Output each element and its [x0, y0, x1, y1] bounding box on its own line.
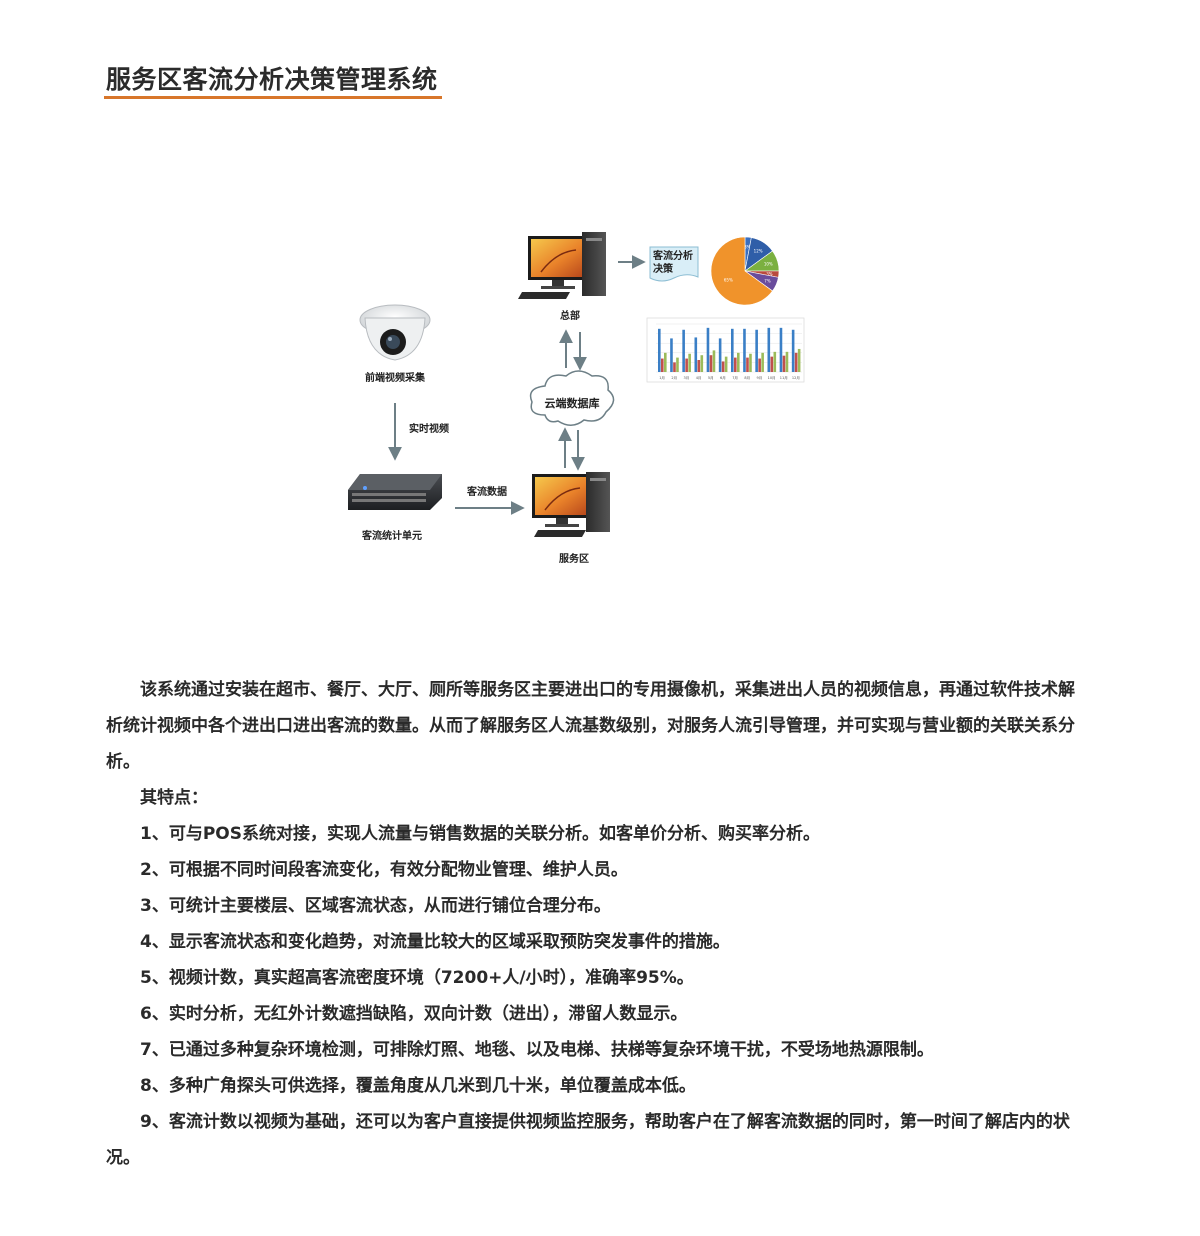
bar — [785, 351, 789, 372]
feature-item: 7、已通过多种复杂环境检测，可排除灯照、地毯、以及电梯、扶梯等复杂环境干扰，不受… — [140, 1040, 934, 1060]
bar — [658, 328, 661, 372]
bar — [661, 358, 664, 372]
bar — [782, 355, 786, 372]
pie-slice-label: 7% — [764, 279, 771, 284]
bar — [737, 352, 740, 372]
dome-camera-icon — [359, 304, 431, 361]
bar — [779, 327, 783, 372]
bar-category-label: 4月 — [696, 375, 702, 380]
bar — [731, 328, 734, 372]
pie-slice-label: 3% — [766, 271, 773, 276]
pie-chart: 3%12%10%3%7%65% — [710, 236, 780, 306]
pie-slice — [710, 236, 773, 306]
feature-list: 1、可与POS系统对接，实现人流量与销售数据的关联分析。如客单价分析、购买率分析… — [106, 816, 1086, 1176]
bar — [755, 329, 758, 372]
hq-computer-icon — [518, 232, 606, 299]
bar-category-label: 2月 — [671, 375, 677, 380]
pie-slice-label: 10% — [764, 261, 773, 266]
bar — [721, 361, 725, 372]
pie-slice-label: 65% — [724, 277, 733, 282]
server-icon — [348, 474, 442, 510]
bar-category-label: 1月 — [659, 375, 665, 380]
bar — [770, 356, 774, 372]
bar — [682, 329, 685, 372]
description-text: 该系统通过安装在超市、餐厅、大厅、厕所等服务区主要进出口的专用摄像机，采集进出人… — [106, 672, 1086, 1176]
bar-category-label: 6月 — [720, 375, 726, 380]
bar — [773, 351, 777, 372]
bar-category-label: 12月 — [792, 375, 800, 380]
bar — [673, 362, 676, 372]
bar — [664, 352, 667, 372]
stats-unit-label: 客流统计单元 — [361, 529, 422, 542]
bar — [743, 328, 746, 372]
bar-category-label: 10月 — [768, 375, 776, 380]
bar — [758, 358, 761, 372]
feature-item: 1、可与POS系统对接，实现人流量与销售数据的关联分析。如客单价分析、购买率分析… — [140, 824, 820, 844]
intro-paragraph: 该系统通过安装在超市、餐厅、大厅、厕所等服务区主要进出口的专用摄像机，采集进出人… — [106, 680, 1075, 772]
bar — [718, 338, 722, 372]
hq-label: 总部 — [560, 309, 580, 322]
bar-category-label: 7月 — [732, 375, 738, 380]
features-heading: 其特点： — [140, 788, 208, 808]
feature-item: 4、显示客流状态和变化趋势，对流量比较大的区域采取预防突发事件的措施。 — [140, 932, 730, 952]
bar — [761, 352, 764, 372]
bar — [700, 355, 704, 372]
camera-label: 前端视频采集 — [365, 371, 426, 384]
bar — [676, 357, 679, 372]
flow-data-label: 客流数据 — [466, 485, 507, 498]
bar-category-label: 9月 — [757, 375, 763, 380]
bar — [767, 327, 771, 372]
service-area-label: 服务区 — [559, 552, 589, 565]
decision-label-line1: 客流分析 — [652, 249, 693, 262]
cloud-label: 云端数据库 — [545, 396, 600, 410]
system-diagram: 前端视频采集 实时视频 客流统计单元 客流数据 服务区 云端数据库 — [348, 232, 805, 565]
service-area-computer-icon — [532, 472, 610, 537]
feature-item: 5、视频计数，真实超高客流密度环境（7200+人/小时），准确率95%。 — [140, 968, 694, 988]
bar — [797, 348, 801, 372]
bar — [688, 353, 691, 372]
bar — [670, 338, 673, 372]
bar — [709, 355, 713, 372]
bar — [734, 357, 737, 372]
page-title: 服务区客流分析决策管理系统 — [106, 65, 438, 94]
bar — [724, 356, 728, 372]
bar — [746, 357, 749, 372]
feature-item: 3、可统计主要楼层、区域客流状态，从而进行铺位合理分布。 — [140, 896, 611, 916]
bar — [706, 327, 710, 372]
bar — [694, 337, 698, 372]
bar-category-label: 5月 — [708, 375, 714, 380]
title-underline — [104, 96, 442, 99]
pie-slice-label: 3% — [744, 245, 751, 250]
bar-chart: 1月 2月 3月 4月 5月 6月 7月 8月 9月 10月 11月 12月 — [646, 317, 805, 383]
bar-category-label: 8月 — [744, 375, 750, 380]
pie-slice-label: 12% — [754, 248, 763, 253]
bar-category-label: 11月 — [780, 375, 788, 380]
bar — [697, 360, 701, 372]
bar-category-label: 3月 — [684, 375, 690, 380]
bar — [794, 352, 798, 372]
bar — [685, 358, 688, 372]
feature-item: 9、客流计数以视频为基础，还可以为客户直接提供视频监控服务，帮助客户在了解客流数… — [106, 1112, 1070, 1168]
bar — [749, 353, 752, 372]
bar — [712, 350, 716, 372]
realtime-video-label: 实时视频 — [409, 422, 449, 435]
cloud-icon — [529, 370, 615, 426]
feature-item: 2、可根据不同时间段客流变化，有效分配物业管理、维护人员。 — [140, 860, 628, 880]
bar — [791, 329, 795, 372]
feature-item: 8、多种广角探头可供选择，覆盖角度从几米到几十米，单位覆盖成本低。 — [140, 1076, 696, 1096]
feature-item: 6、实时分析，无红外计数遮挡缺陷，双向计数（进出），滞留人数显示。 — [140, 1004, 688, 1024]
decision-label-line2: 决策 — [653, 262, 674, 275]
document-icon — [649, 246, 699, 282]
